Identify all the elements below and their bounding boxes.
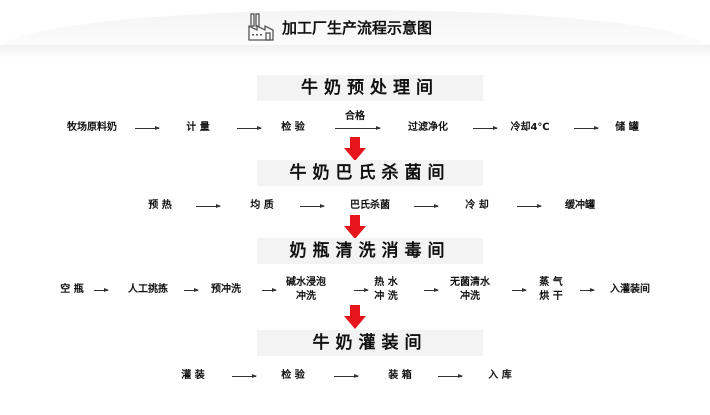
arrow — [424, 288, 439, 292]
title-text: 加工厂生产流程示意图 — [282, 18, 433, 37]
step: 冷却4℃ — [510, 122, 550, 133]
step: 入灌装间 — [610, 284, 650, 295]
arrow — [300, 204, 325, 208]
step: 过滤净化 — [408, 122, 448, 133]
step: 无菌清水 冲洗 — [450, 277, 490, 302]
arrow — [580, 288, 595, 292]
step: 牧场原料奶 — [67, 122, 117, 133]
step: 人工挑拣 — [128, 284, 168, 295]
arrow — [94, 288, 109, 292]
step: 巴氏杀菌 — [350, 200, 390, 211]
step: 装 箱 — [388, 370, 412, 381]
step: 计 量 — [186, 122, 210, 133]
arrow — [135, 126, 160, 130]
arrow — [438, 374, 463, 378]
arrow — [574, 126, 599, 130]
arrow — [262, 288, 277, 292]
arrow — [184, 288, 199, 292]
down-arrow-icon — [344, 137, 366, 161]
arrow — [334, 374, 359, 378]
arrow — [512, 288, 527, 292]
down-arrow-icon — [344, 305, 366, 329]
arrow — [473, 126, 498, 130]
arrow — [196, 204, 221, 208]
step: 预冲洗 — [211, 284, 241, 295]
arrow — [354, 288, 369, 292]
header-shadow — [0, 45, 710, 59]
section-bottle-washing: 奶瓶清洗消毒间 — [257, 238, 483, 264]
step: 碱水浸泡 冲洗 — [286, 277, 326, 302]
step: 热 水 冲 洗 — [374, 277, 398, 302]
arrow-label: 合格 — [345, 111, 365, 122]
step: 蒸 气 烘 干 — [539, 277, 563, 302]
down-arrow-icon — [344, 215, 366, 239]
arrow — [232, 374, 257, 378]
step: 灌 装 — [181, 370, 205, 381]
step: 检 验 — [281, 122, 305, 133]
step: 空 瓶 — [60, 284, 84, 295]
section-filling: 牛奶灌装间 — [257, 330, 483, 356]
factory-icon — [248, 13, 274, 41]
step: 入 库 — [488, 370, 512, 381]
step: 均 质 — [250, 200, 274, 211]
arrow — [335, 126, 381, 130]
page-title: 加工厂生产流程示意图 — [248, 12, 432, 42]
arrow — [414, 204, 439, 208]
step: 预 热 — [148, 200, 172, 211]
step: 缓冲罐 — [565, 200, 595, 211]
step: 冷 却 — [465, 200, 489, 211]
arrow — [237, 126, 262, 130]
step: 检 验 — [281, 370, 305, 381]
step: 储 罐 — [615, 122, 639, 133]
arrow — [517, 204, 542, 208]
section-pasteurization: 牛奶巴氏杀菌间 — [257, 160, 483, 186]
section-pretreatment: 牛奶预处理间 — [257, 75, 483, 101]
